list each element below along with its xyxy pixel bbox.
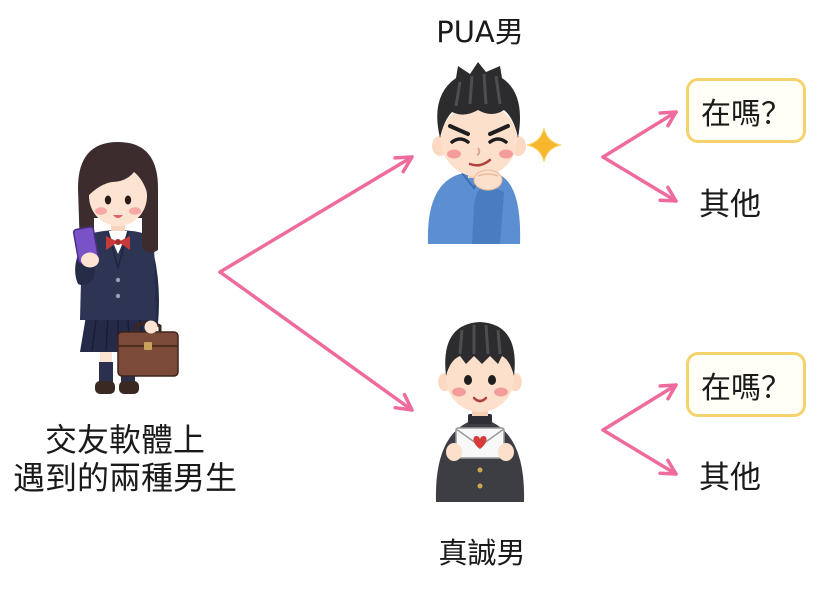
caption-line-1: 交友軟體上 [0, 421, 250, 459]
arrow-girl-to-sincere [220, 272, 412, 410]
arrow-head [660, 112, 676, 126]
pua-option-1-box: 在嗎？ [686, 78, 806, 143]
schoolgirl-illustration [66, 138, 188, 400]
girl-eye-left [105, 196, 111, 205]
arrow-pua-to-option-1 [603, 112, 676, 157]
branch-label-sincere: 真誠男 [402, 535, 562, 571]
sincere-boy-eye-right [488, 375, 496, 385]
arrow-pua-to-option-2 [603, 157, 676, 201]
girl-blush-left [95, 207, 107, 215]
pua-option-2-text: 其他 [690, 187, 770, 223]
sincere-boy-button-2 [478, 484, 483, 489]
sincere-boy-button-1 [478, 468, 483, 473]
arrow-head [660, 385, 676, 399]
sincere-boy-blush-right [494, 388, 508, 397]
sincere-boy-blush-left [452, 388, 466, 397]
arrow-shaft [220, 272, 412, 410]
arrow-head [395, 395, 412, 410]
pua-boy-hand [474, 170, 502, 190]
girl-sock-left [99, 362, 113, 383]
briefcase-body [118, 332, 178, 376]
pua-boy-blush-right [499, 150, 513, 159]
arrow-head [395, 157, 412, 172]
arrow-girl-to-pua [220, 157, 412, 272]
girl-button-1 [116, 278, 120, 282]
sincere-option-2-text: 其他 [690, 460, 770, 496]
branch-label-pua: PUA男 [400, 14, 560, 50]
girl-left-hand [81, 253, 99, 268]
sincere-option-1-box: 在嗎？ [686, 352, 806, 417]
pua-boy-illustration [420, 60, 568, 246]
arrow-head [660, 460, 676, 474]
arrow-shaft [603, 430, 676, 474]
girl-button-2 [116, 294, 120, 298]
caption-line-2: 遇到的兩種男生 [0, 459, 250, 497]
pua-boy-blush-left [447, 150, 461, 159]
girl-shoe-left [95, 381, 115, 394]
arrow-shaft [220, 157, 412, 272]
arrow-sincere-to-option-2 [603, 430, 676, 474]
girl-blush-right [129, 207, 141, 215]
arrow-sincere-to-option-1 [603, 385, 676, 430]
sparkle-icon [527, 128, 561, 162]
envelope-icon [456, 428, 504, 458]
girl-shoe-right [119, 381, 139, 394]
ribbon-knot [115, 239, 121, 245]
sincere-boy-hand-left [446, 443, 462, 461]
caption: 交友軟體上 遇到的兩種男生 [0, 421, 250, 497]
arrow-shaft [603, 157, 676, 201]
arrow-shaft [603, 385, 676, 430]
girl-right-hand [145, 321, 158, 334]
sincere-boy-illustration [428, 318, 532, 504]
arrow-shaft [603, 112, 676, 157]
girl-eye-right [125, 196, 131, 205]
sincere-boy-hand-right [498, 443, 514, 461]
arrow-head [660, 187, 676, 201]
briefcase-clasp [144, 342, 152, 350]
sincere-boy-eye-left [464, 375, 472, 385]
